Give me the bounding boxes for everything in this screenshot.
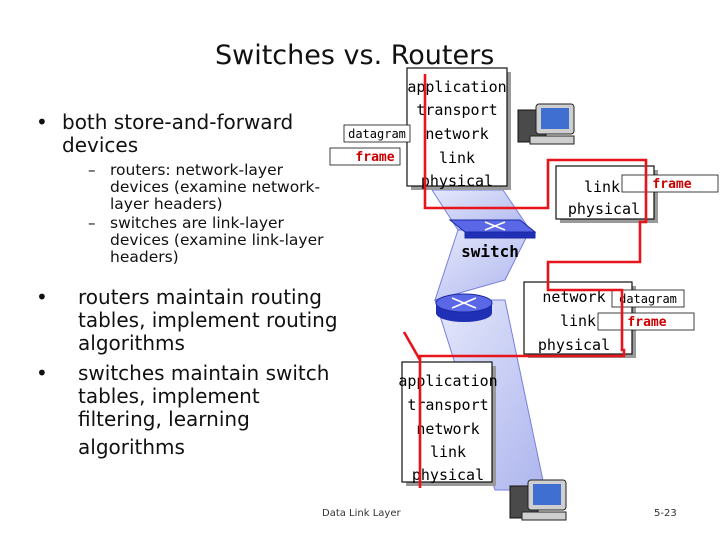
stack-layer-link: link xyxy=(439,149,475,167)
sub-bullet-2: switches are link-layer devices (examine… xyxy=(110,215,323,266)
sub-bullet-2-line: switches are link-layer xyxy=(110,214,284,232)
stack-layer-physical: physical xyxy=(538,336,610,354)
stack-layer-physical: physical xyxy=(568,200,640,218)
sub-bullet-1: routers: network-layer devices (examine … xyxy=(110,162,320,213)
bullet-3-line: tables, implement xyxy=(78,384,260,408)
bullet-1-line: both store-and-forward xyxy=(62,110,294,134)
pdu-label-frame-router: frame xyxy=(597,312,695,331)
computer-icon-top xyxy=(517,103,575,145)
switch-stack: link physical xyxy=(555,165,658,223)
sub-bullet-2-line: headers) xyxy=(110,248,179,266)
data-path xyxy=(418,74,648,488)
bottom-host-stack: application transport network link physi… xyxy=(398,361,498,486)
router-icon xyxy=(435,293,493,322)
bullet-1: both store-and-forward devices xyxy=(62,111,293,157)
stack-layer-link: link xyxy=(430,443,466,461)
top-host-stack: application transport network link physi… xyxy=(406,67,511,190)
pdu-label-datagram-top: datagram xyxy=(343,124,411,143)
stack-layer-application: application xyxy=(398,372,497,390)
bullet-3-line: algorithms xyxy=(78,435,185,459)
sub-bullet-dash: – xyxy=(88,161,96,179)
bullet-dot: • xyxy=(36,285,48,309)
stack-layer-network: network xyxy=(416,420,479,438)
data-path xyxy=(402,331,422,361)
bullet-3: switches maintain switch tables, impleme… xyxy=(78,362,329,459)
computer-icon-bottom xyxy=(509,479,567,521)
link-switch-router xyxy=(434,229,531,301)
bullet-2: routers maintain routing tables, impleme… xyxy=(78,286,338,355)
bullet-3-line: switches maintain switch xyxy=(78,361,330,385)
stack-layer-link: link xyxy=(560,312,596,330)
sub-bullet-1-line: devices (examine network- xyxy=(110,178,321,196)
pdu-label-frame-switch: frame xyxy=(621,174,719,193)
pdu-label-frame-top: frame xyxy=(329,147,401,166)
bullet-3-line: filtering, learning xyxy=(78,407,250,431)
pdu-label-datagram-router: datagram xyxy=(611,289,685,308)
sub-bullet-1-line: routers: network-layer xyxy=(110,161,283,179)
stack-layer-transport: transport xyxy=(416,101,497,119)
pdu-datagram-text: datagram xyxy=(348,127,406,141)
stack-layer-network: network xyxy=(425,125,488,143)
switch-label: switch xyxy=(461,242,519,261)
footer-right: 5-23 xyxy=(654,508,677,519)
stack-layer-physical: physical xyxy=(412,466,484,484)
footer-left: Data Link Layer xyxy=(322,508,401,519)
bullet-2-line: routers maintain routing xyxy=(78,285,322,309)
sub-bullet-2-line: devices (examine link-layer xyxy=(110,231,324,249)
slide-title: Switches vs. Routers xyxy=(215,40,495,71)
stack-layer-network: network xyxy=(542,288,605,306)
sub-bullet-dash: – xyxy=(88,214,96,232)
sub-bullet-1-line: layer headers) xyxy=(110,195,223,213)
stack-layer-link: link xyxy=(584,178,620,196)
stack-layer-application: application xyxy=(407,78,506,96)
bullet-2-line: algorithms xyxy=(78,331,185,355)
pdu-frame-text: frame xyxy=(627,315,666,330)
stack-layer-transport: transport xyxy=(407,396,488,414)
stack-layer-physical: physical xyxy=(421,172,493,190)
bullet-dot: • xyxy=(36,361,48,385)
bullet-2-line: tables, implement routing xyxy=(78,308,338,332)
switch-icon xyxy=(448,219,537,239)
pdu-frame-text: frame xyxy=(355,150,394,165)
pdu-datagram-text: datagram xyxy=(619,292,677,306)
bullet-dot: • xyxy=(36,110,48,134)
bullet-1-line: devices xyxy=(62,133,139,157)
pdu-frame-text: frame xyxy=(652,177,691,192)
